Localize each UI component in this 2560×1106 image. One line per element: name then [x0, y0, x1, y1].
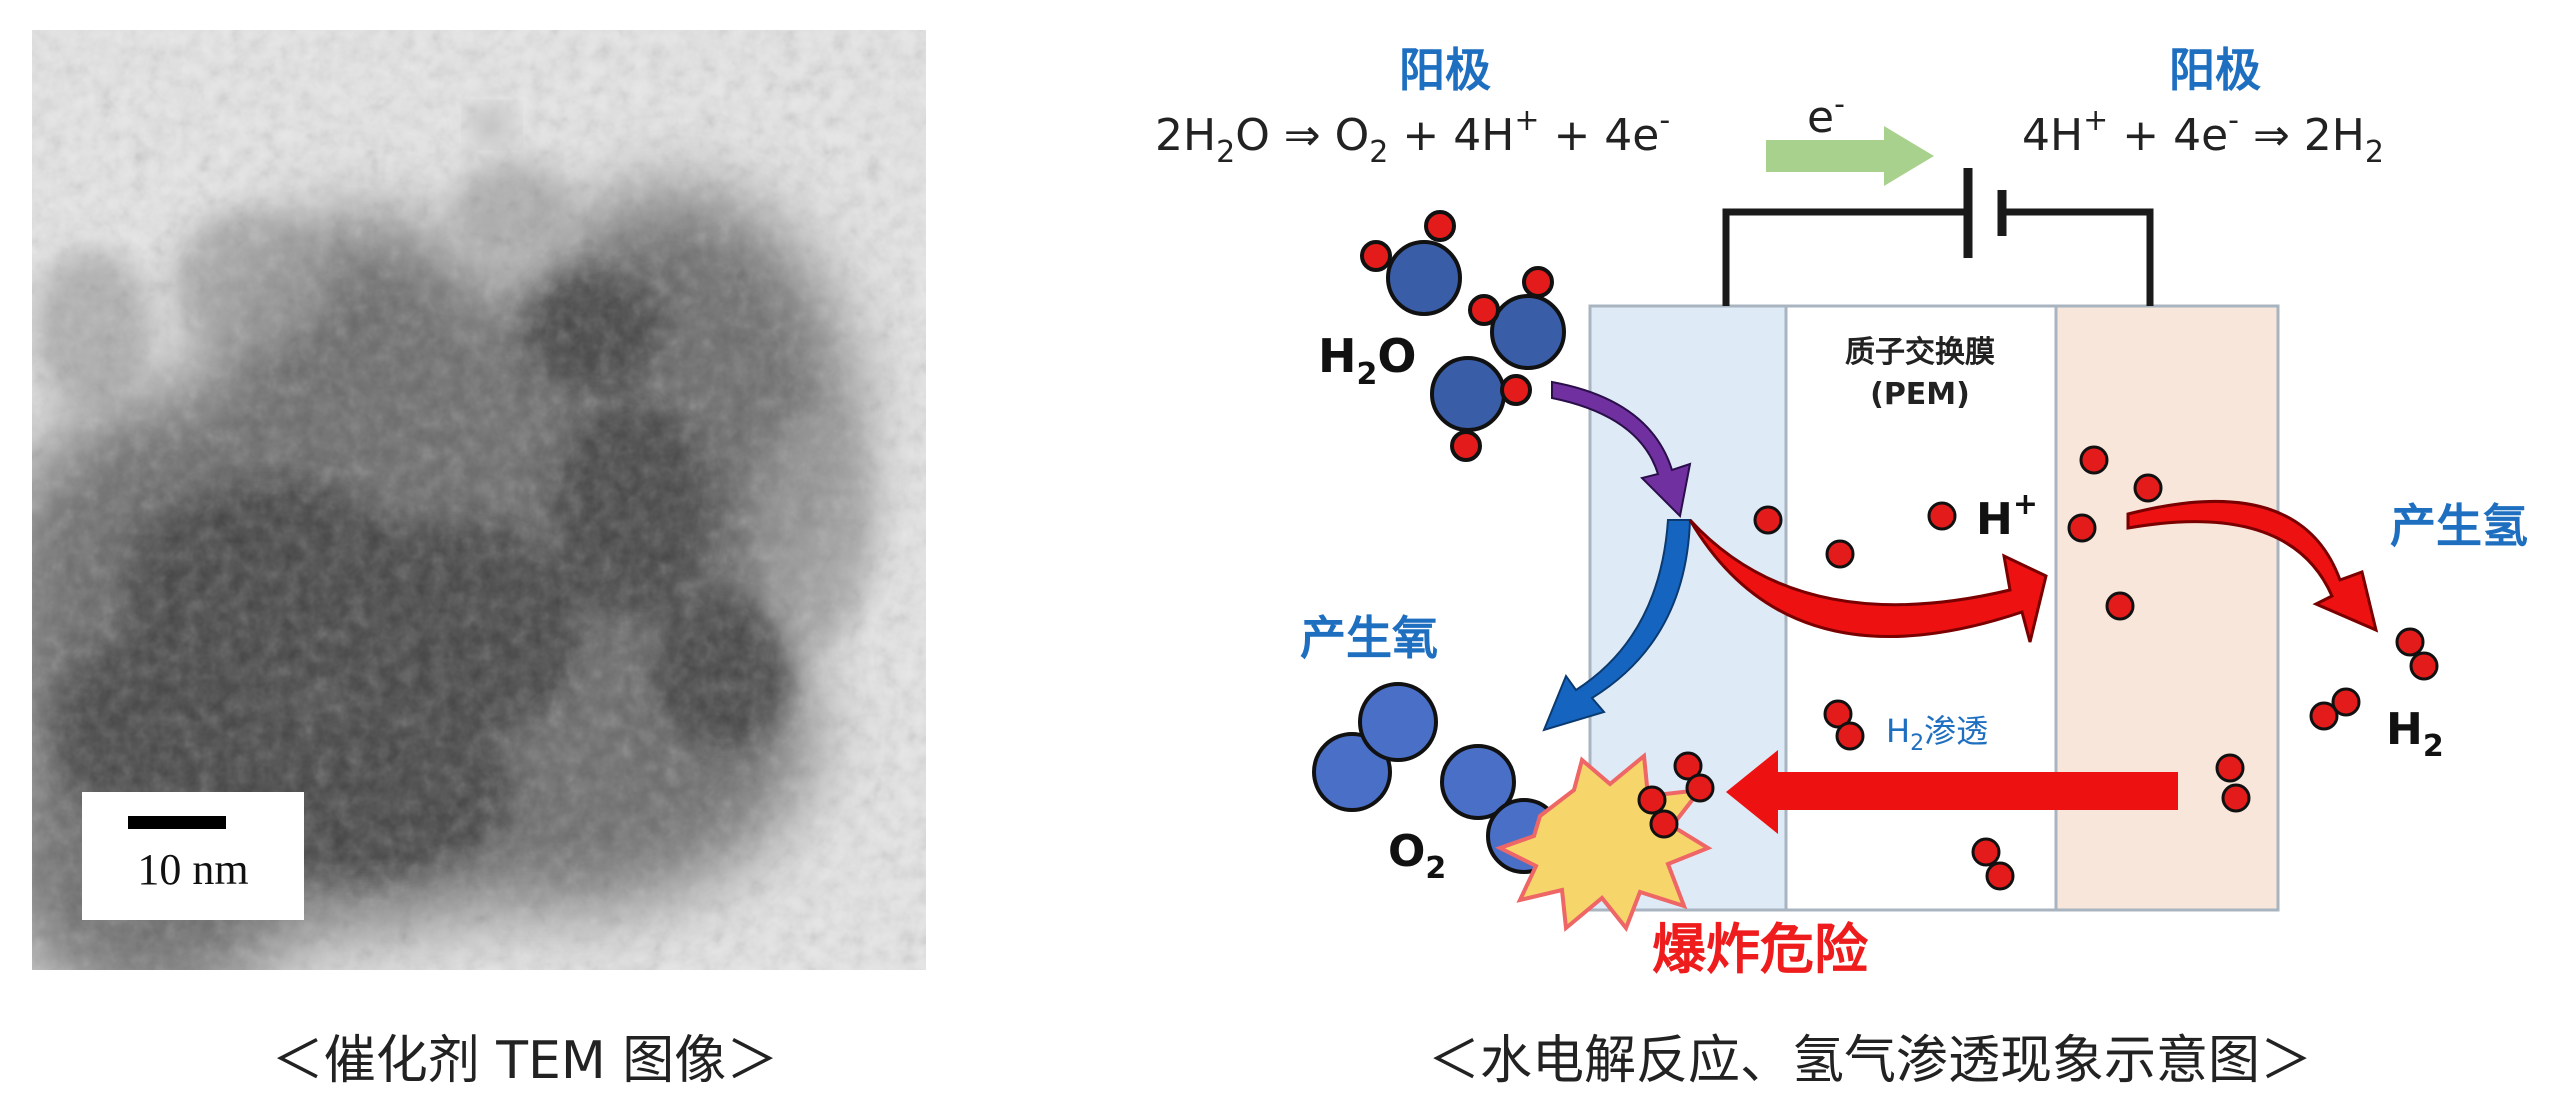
- anode-equation: 2H2O ⇒ O2 + 4H+ + 4e-: [1155, 103, 1670, 170]
- permeation-label: H2渗透: [1886, 712, 1988, 756]
- proton-arrow: [1688, 518, 2048, 643]
- cathode-wire: [2004, 208, 2154, 306]
- electron-label: e-: [1807, 87, 1845, 143]
- h2o-label: H2O: [1318, 329, 1416, 392]
- scale-box: 10 nm: [82, 792, 304, 920]
- reaction-arrow: [1551, 380, 1692, 519]
- tem-image: 10 nm: [32, 30, 926, 970]
- hydrogen-arrow: [2126, 499, 2379, 633]
- hydrogen-gen-label: 产生氢: [2390, 499, 2528, 553]
- permeation-arrow: [1726, 750, 2178, 834]
- electron-arrow: [1766, 126, 1934, 186]
- cathode-title: 阳极: [2169, 43, 2261, 97]
- h2-label: H2: [2386, 704, 2444, 764]
- explosion-label: 爆炸危险: [1652, 918, 1869, 981]
- scale-bar: [128, 816, 226, 829]
- scale-label: 10 nm: [137, 845, 249, 894]
- pem-label: 质子交换膜: [1845, 335, 1995, 370]
- protons: [1753, 445, 2439, 891]
- tem-caption: ＜催化剂 TEM 图像＞: [271, 1031, 779, 1091]
- diagram-caption: ＜水电解反应、氢气渗透现象示意图＞: [1427, 1031, 2312, 1091]
- o2-label: O2: [1388, 826, 1446, 886]
- explosion-protons: [1637, 751, 1715, 839]
- water-molecules: [1360, 210, 1566, 462]
- anode-title: 阳极: [1399, 43, 1491, 97]
- pem-abbr: (PEM): [1870, 377, 1970, 412]
- proton-label: H+: [1976, 487, 2038, 545]
- oxygen-gen-label: 产生氧: [1300, 611, 1438, 665]
- anode-wire: [1722, 208, 1964, 306]
- cathode-compartment: [2054, 304, 2280, 912]
- cathode-equation: 4H+ + 4e- ⇒ 2H2: [2022, 103, 2384, 170]
- oxygen-arrow: [1542, 519, 1692, 732]
